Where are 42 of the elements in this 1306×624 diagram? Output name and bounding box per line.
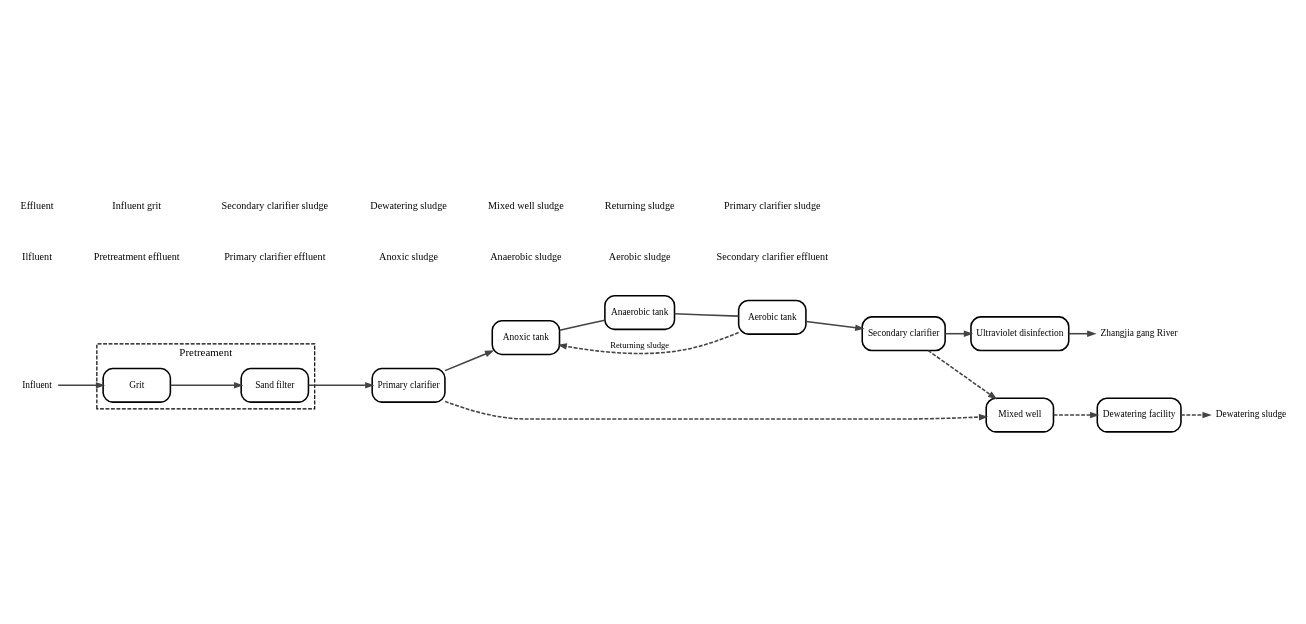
connector [558, 319, 606, 331]
label: Returning sludge [604, 199, 675, 211]
arrow [307, 382, 375, 389]
label: Secondary clarifier sludge [221, 199, 329, 211]
label: Effluent [20, 199, 54, 211]
node-box: Aerobic tank [737, 299, 807, 335]
label: Anoxic sludge [379, 250, 439, 262]
label: Secondary clarifier effluent [716, 250, 829, 262]
arrow [1068, 330, 1097, 337]
label: Pretreatment effluent [93, 250, 180, 262]
label: Anaerobic sludge [490, 250, 562, 262]
node-box: Anoxic tank [491, 320, 561, 356]
connector [673, 313, 740, 317]
node-box: Mixed well [985, 397, 1055, 433]
edge-label: Returning sludge [610, 339, 670, 350]
label: Primary clarifier sludge [724, 199, 821, 211]
node-box: Anaerobic tank [604, 295, 676, 331]
arrow [444, 350, 495, 372]
node-box: Secondary clarifier [861, 316, 946, 352]
arrow [805, 320, 865, 331]
label: Mixed well sludge [488, 199, 564, 211]
node-box: Sand filter [240, 367, 310, 403]
arrow [927, 349, 998, 400]
label: Aerobic sludge [608, 250, 671, 262]
node-box: Primary clarifier [371, 367, 446, 403]
arrow [444, 400, 989, 421]
node-box: Dewatering facility [1096, 397, 1182, 433]
arrow [169, 382, 244, 389]
label: Ilfluent [22, 250, 52, 262]
label: Dewatering sludge [370, 199, 447, 211]
node-text: Influent [22, 379, 52, 390]
arrow [1052, 411, 1100, 419]
arrow [944, 330, 974, 337]
arrow [557, 331, 740, 355]
label: Influent grit [112, 199, 162, 211]
arrow [57, 382, 106, 389]
node-box: Ultraviolet disinfection [970, 316, 1070, 352]
node-box: Grit [102, 367, 172, 403]
label: Primary clarifier effluent [224, 250, 326, 262]
arrow [1180, 411, 1212, 419]
node-text: Dewatering sludge [1215, 409, 1287, 420]
node-text: Zhangjia gang River [1100, 328, 1178, 339]
